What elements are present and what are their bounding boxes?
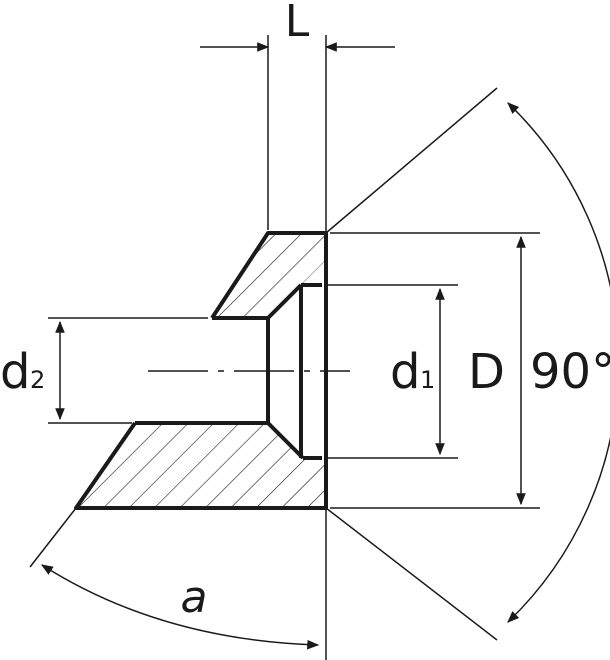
lower-section-hatch <box>76 423 326 508</box>
extension-lines <box>29 35 540 660</box>
label-d1: d <box>390 344 420 400</box>
cone-extension-lower <box>325 507 498 641</box>
lower-chamfer <box>266 421 305 460</box>
label-d1-subscript: 1 <box>420 366 435 394</box>
upper-section-hatch <box>212 233 326 318</box>
label-angle-a: a <box>181 572 208 623</box>
section-hatching <box>76 233 326 508</box>
angle-90-arc <box>507 102 610 623</box>
label-d: D <box>468 344 505 400</box>
dimension-lines <box>40 42 610 650</box>
angle-a-arc <box>40 564 320 650</box>
label-d2: d <box>0 344 30 400</box>
label-angle-90: 90° <box>530 344 610 400</box>
label-d2-subscript: 2 <box>30 366 45 394</box>
a-extension <box>29 507 77 568</box>
dimension-labels: L D 90° d 1 d 2 a <box>0 0 610 623</box>
cone-extension-upper <box>325 87 498 234</box>
upper-chamfer <box>266 283 303 320</box>
label-l: L <box>285 0 310 47</box>
